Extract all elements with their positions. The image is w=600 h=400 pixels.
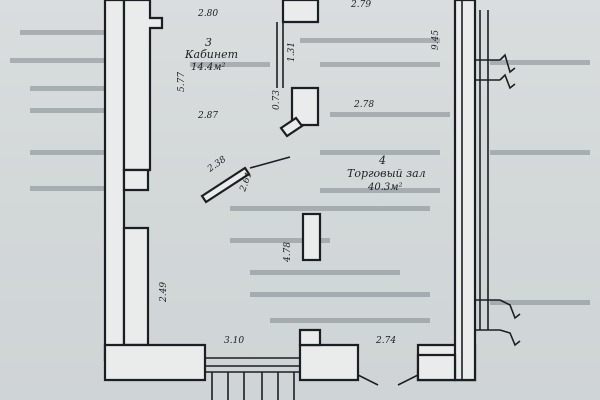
left-inner-lower-wall bbox=[122, 168, 150, 192]
interior-partitions bbox=[200, 0, 320, 204]
sales-hall-area: 40.3м² bbox=[367, 182, 403, 193]
door-swing-line bbox=[249, 156, 291, 169]
dim-0-73: 0.73 bbox=[272, 90, 282, 110]
cabinet-name: Кабинет bbox=[184, 48, 238, 61]
dim-2-78: 2.78 bbox=[353, 100, 374, 110]
dim-2-38: 2.38 bbox=[205, 155, 228, 175]
bottom-wall bbox=[103, 343, 207, 382]
left-inner-bottom-wall bbox=[122, 226, 150, 347]
room-cabinet-label: 3 Кабинет 14.4м² bbox=[184, 36, 238, 73]
bottom-right-wall bbox=[298, 343, 360, 382]
diagonal-partition bbox=[200, 166, 251, 204]
left-wall bbox=[103, 0, 126, 362]
dim-3-10: 3.10 bbox=[224, 336, 244, 346]
dim-2-79: 2.79 bbox=[350, 0, 371, 10]
dim-2-74: 2.74 bbox=[375, 336, 396, 346]
dim-4-78: 4.78 bbox=[283, 242, 293, 263]
dimension-labels: 2.80 2.79 1.31 9.45 5.77 0.73 2.87 2.78 … bbox=[159, 0, 441, 346]
bottom-projection bbox=[298, 328, 322, 347]
room-sales-hall-label: 4 Торговый зал 40.3м² bbox=[347, 154, 426, 193]
right-wall-step bbox=[416, 353, 457, 382]
dim-2-80: 2.80 bbox=[197, 9, 218, 19]
sales-hall-name: Торговый зал bbox=[347, 167, 426, 180]
background-text-lines bbox=[10, 30, 590, 323]
sales-hall-number: 4 bbox=[378, 154, 386, 167]
dim-1-31: 1.31 bbox=[287, 42, 297, 62]
cabinet-number: 3 bbox=[205, 36, 212, 49]
right-side-annex bbox=[475, 10, 521, 347]
cabinet-area: 14.4м² bbox=[191, 62, 226, 73]
dim-2-87: 2.87 bbox=[197, 111, 218, 121]
entrance-steps bbox=[205, 357, 300, 400]
entrance-door bbox=[357, 374, 419, 386]
dim-9-45: 9.45 bbox=[431, 30, 441, 50]
top-partition-upper bbox=[281, 0, 320, 24]
door-stub bbox=[279, 116, 304, 138]
right-wall bbox=[453, 0, 477, 382]
column bbox=[301, 212, 322, 262]
dim-5-77: 5.77 bbox=[177, 72, 187, 92]
exterior-walls bbox=[103, 0, 477, 382]
left-inner-upper-wall bbox=[122, 0, 164, 172]
dim-2-49: 2.49 bbox=[159, 282, 169, 303]
partition-lower-block bbox=[290, 86, 320, 127]
